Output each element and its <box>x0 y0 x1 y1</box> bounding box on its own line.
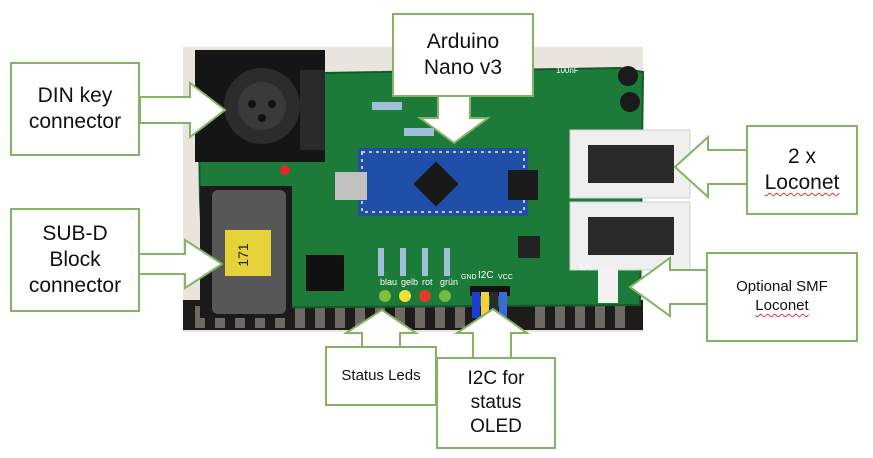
svg-text:GND: GND <box>461 274 477 281</box>
svg-text:rot: rot <box>422 277 433 287</box>
svg-text:VCC: VCC <box>498 274 513 281</box>
i2c-arrow <box>453 307 531 359</box>
svg-text:gelb: gelb <box>401 277 418 287</box>
smf-arrow <box>628 256 709 318</box>
subd-connector: 171 <box>200 186 292 318</box>
svg-text:LN: LN <box>580 262 592 272</box>
callout-status-leds: Status Leds <box>325 346 437 406</box>
svg-text:I2C: I2C <box>478 270 494 281</box>
arduino-arrow <box>416 95 492 145</box>
status-arrow <box>342 308 420 348</box>
arduino-nano <box>335 148 538 216</box>
svg-text:171: 171 <box>235 243 251 267</box>
svg-text:blau: blau <box>380 277 397 287</box>
svg-text:grün: grün <box>440 277 458 287</box>
subd-arrow <box>137 238 224 290</box>
din-arrow <box>139 80 227 140</box>
i2c-header: I2C GND VCC <box>461 270 513 318</box>
svg-text:100nF: 100nF <box>556 66 579 75</box>
status-leds: blau gelb rot grün <box>280 165 458 302</box>
loconet-arrow <box>673 134 749 200</box>
